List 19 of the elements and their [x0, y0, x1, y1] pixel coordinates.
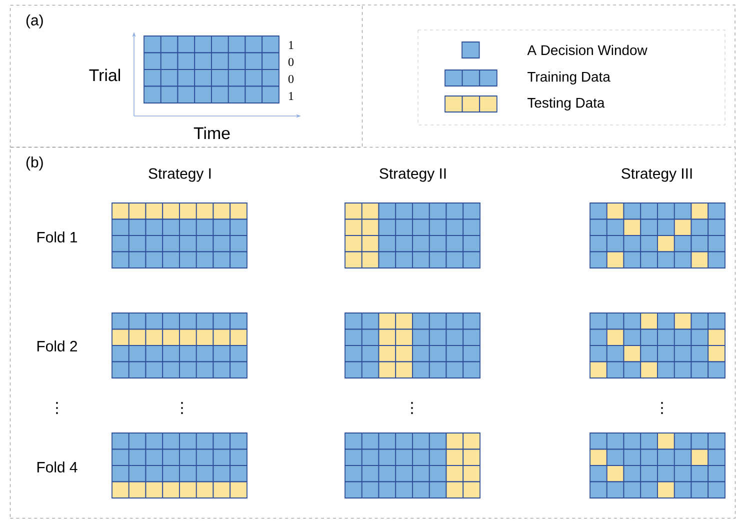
row-label: Fold 2 — [37, 340, 77, 352]
axis-label: Trial — [89, 68, 120, 82]
ellipsis: ⋮ — [411, 402, 413, 414]
axis-label: Time — [194, 126, 230, 140]
row-label: Fold 4 — [37, 462, 78, 472]
legend-label: A Decision Window — [527, 44, 648, 56]
row-label: 1 — [289, 92, 294, 100]
column-header: Strategy II — [380, 168, 446, 182]
legend-label: Training Data — [528, 72, 610, 84]
column-header: Strategy I — [148, 168, 211, 182]
column-header: Strategy III — [622, 168, 692, 182]
row-label: 0 — [288, 74, 294, 84]
ellipsis: ⋮ — [181, 402, 183, 414]
row-label: 0 — [288, 58, 294, 66]
ellipsis: ⋮ — [56, 402, 58, 414]
row-label: Fold 1 — [37, 232, 78, 242]
row-label: 1 — [289, 41, 294, 49]
ellipsis: ⋮ — [661, 402, 663, 414]
legend-label: Testing Data — [528, 98, 605, 110]
